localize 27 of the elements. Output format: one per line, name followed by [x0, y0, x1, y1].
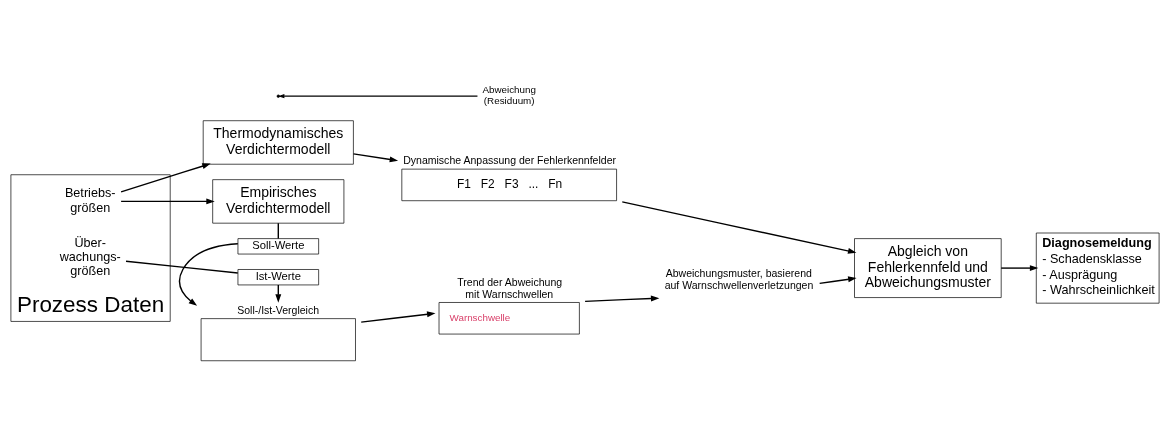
- arrow: [178, 243, 239, 306]
- arrow: [120, 163, 211, 193]
- node-label: Dynamische Anpassung der Fehlerkennfelder: [403, 154, 616, 167]
- node-text: Betriebs- größen: [64, 186, 116, 215]
- node-box: Abgleich von Fehlerkennfeld und Abweichungsmuster: [854, 238, 1002, 298]
- node-text: Über- wachungs- größen: [59, 235, 121, 278]
- node-box: Diagnosemeldung - Schadensklasse - Ausprägung - Wahrscheinlichkeit: [1035, 232, 1160, 304]
- arrow: [1000, 265, 1039, 272]
- node-box: Soll-Werte: [237, 238, 319, 255]
- node-box: Warnschwelle: [438, 302, 580, 335]
- node-text: Abweichungsmuster, basierend auf Warnschwellenverletzungen: [664, 267, 814, 292]
- node-label: Trend der Abweichung mit Warnschwellen: [457, 275, 563, 300]
- node-box: F1 F2 F3 ... Fn: [401, 168, 617, 202]
- arrow: [278, 93, 478, 99]
- node-label: Soll-/Ist-Vergleich: [237, 303, 320, 316]
- connector: [125, 260, 239, 274]
- arrow: [352, 153, 399, 163]
- arrow: [818, 276, 857, 285]
- node-box: Empirisches Verdichtermodell: [212, 179, 345, 224]
- arrow: [120, 198, 215, 205]
- node-box: Ist-Werte: [237, 269, 319, 286]
- node-box: [200, 318, 356, 362]
- arrow: [584, 295, 660, 303]
- arrow: [360, 311, 436, 323]
- arrow: [621, 201, 857, 254]
- node-text: Abweichung (Residuum): [482, 84, 536, 106]
- node-box: Thermodynamisches Verdichtermodell: [202, 120, 354, 165]
